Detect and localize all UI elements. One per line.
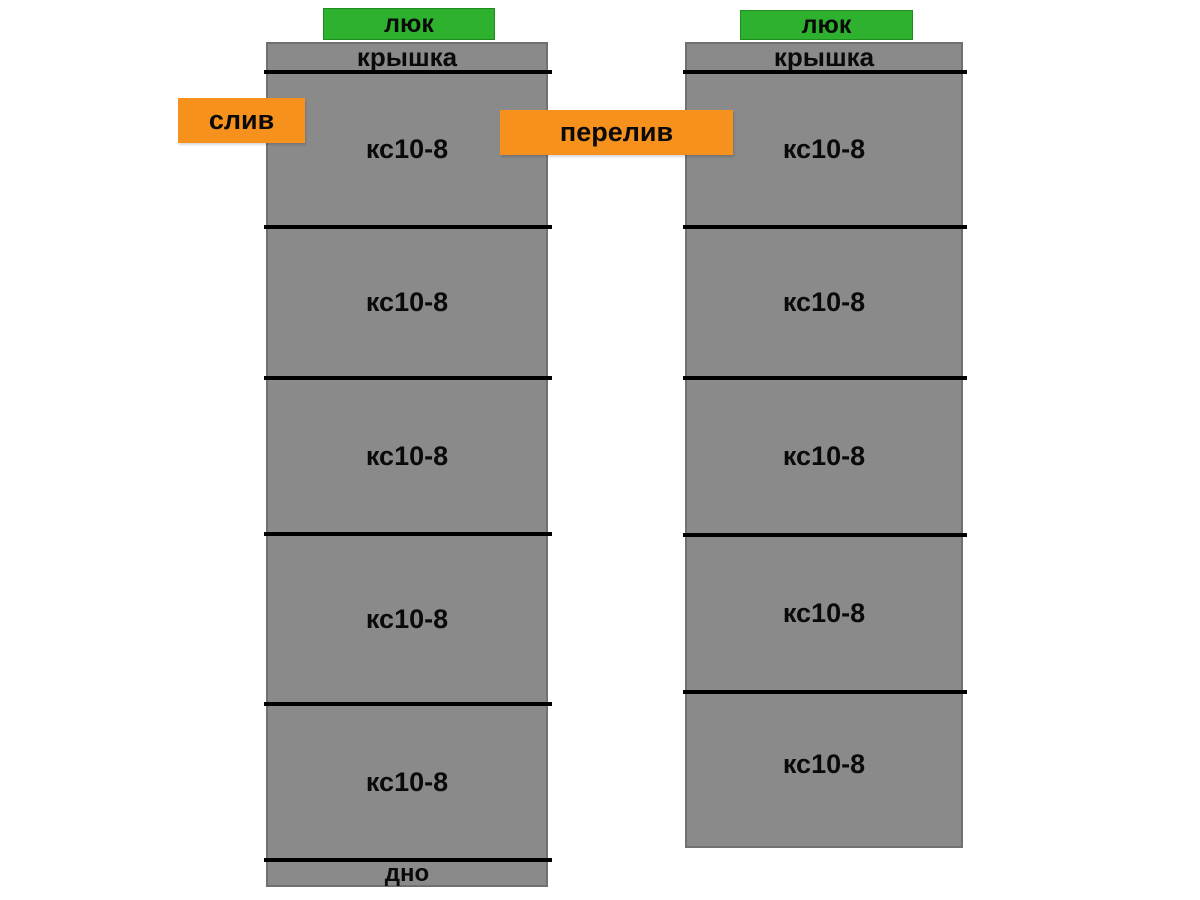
- left-ring-label-4: кс10-8: [365, 603, 449, 634]
- right-ring-section-4: кс10-8: [687, 537, 961, 690]
- right-ring-divider-2: [683, 376, 967, 380]
- right-ring-section-3: кс10-8: [687, 380, 961, 533]
- right-ring-label-4: кс10-8: [782, 598, 866, 628]
- left-ring-section-1: кс10-8: [268, 74, 546, 225]
- overflow-label: перелив: [559, 117, 674, 147]
- left-bottom-label: дно: [384, 860, 430, 887]
- left-ring-section-5: кс10-8: [268, 706, 546, 858]
- left-ring-divider-1: [264, 225, 552, 229]
- right-cover-label: крышка: [773, 42, 875, 72]
- left-ring-label-2: кс10-8: [365, 287, 449, 317]
- right-ring-divider-3: [683, 533, 967, 537]
- left-ring-section-3: кс10-8: [268, 380, 546, 532]
- left-ring-label-5: кс10-8: [365, 766, 449, 797]
- right-ring-label-5: кс10-8: [782, 748, 866, 779]
- right-ring-label-2: кс10-8: [782, 287, 866, 317]
- overflow-pipe-badge: перелив: [500, 110, 733, 155]
- right-ring-label-1: кс10-8: [782, 134, 866, 164]
- left-ring-divider-4: [264, 702, 552, 706]
- left-ring-divider-3: [264, 532, 552, 536]
- right-ring-section-1: кс10-8: [687, 74, 961, 225]
- left-manhole-hatch-badge: люк: [323, 8, 495, 40]
- right-cover-divider-line: [683, 70, 967, 74]
- drain-label: слив: [208, 105, 275, 135]
- right-ring-divider-4: [683, 690, 967, 694]
- left-bottom-divider-line: [264, 858, 552, 862]
- left-ring-section-2: кс10-8: [268, 229, 546, 376]
- right-ring-label-3: кс10-8: [782, 441, 866, 471]
- right-ring-section-2: кс10-8: [687, 229, 961, 376]
- left-ring-label-1: кс10-8: [365, 134, 449, 164]
- right-ring-divider-1: [683, 225, 967, 229]
- left-hatch-label: люк: [384, 9, 434, 38]
- right-manhole-hatch-badge: люк: [740, 10, 913, 40]
- left-cover-divider-line: [264, 70, 552, 74]
- left-cover-label: крышка: [356, 42, 458, 72]
- right-ring-section-5: кс10-8: [687, 694, 961, 834]
- left-ring-section-4: кс10-8: [268, 536, 546, 702]
- left-ring-label-3: кс10-8: [365, 440, 449, 471]
- right-well-column: крышка кс10-8 кс10-8 кс10-8 кс10-8 кс10-…: [683, 42, 967, 848]
- left-ring-divider-2: [264, 376, 552, 380]
- drain-pipe-badge: слив: [178, 98, 305, 143]
- right-hatch-label: люк: [801, 10, 852, 39]
- left-well-column: крышка кс10-8 кс10-8 кс10-8 кс10-8 кс10-…: [264, 42, 552, 887]
